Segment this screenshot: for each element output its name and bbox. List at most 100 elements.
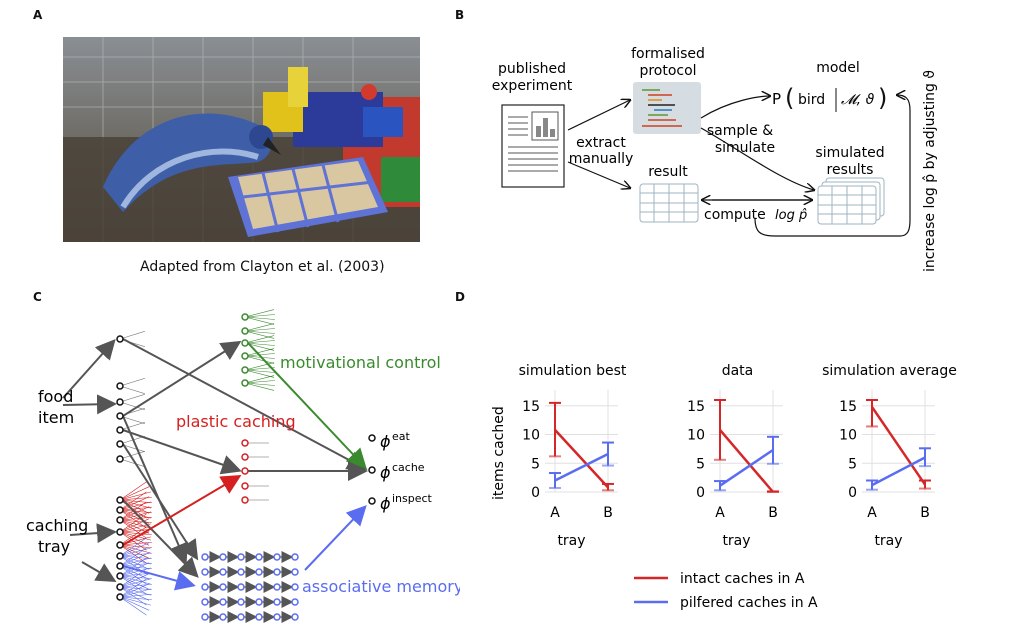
extract-label-2: manually: [569, 151, 634, 167]
svg-text:): ): [878, 84, 887, 112]
photo-caption: Adapted from Clayton et al. (2003): [140, 259, 385, 275]
tray-fan: [119, 593, 152, 598]
caching-tray-label-2: tray: [38, 537, 70, 556]
legend-label-pilfered: pilfered caches in A: [680, 595, 818, 611]
simulated-label-1: simulated: [815, 145, 884, 161]
svg-text:(: (: [785, 84, 794, 112]
caching-tray-label-1: caching: [26, 516, 88, 535]
y-tick-label: 15: [839, 399, 857, 415]
tray-fan: [119, 491, 152, 501]
tray-fan: [119, 516, 152, 521]
log-p-label: log p̂: [775, 208, 807, 223]
motivation-fan: [244, 348, 275, 357]
y-tick-label: 10: [522, 428, 540, 444]
food-fan: [119, 394, 145, 403]
tray-fan: [119, 523, 152, 533]
motivation-node: [241, 352, 249, 360]
tray-fan: [119, 491, 147, 511]
food-item-label-2: item: [38, 408, 74, 427]
model-formula-params: 𝓜, ϑ: [841, 92, 875, 108]
food-fan: [119, 458, 145, 467]
increase-label: increase log p̂ by adjusting ϑ: [922, 70, 938, 272]
y-tick-label: 10: [839, 428, 857, 444]
legend-label-intact: intact caches in A: [680, 571, 805, 587]
chart-title: simulation best: [519, 363, 627, 379]
tray-fan: [119, 575, 150, 590]
tray-fan: [119, 596, 150, 611]
x-tick-label: B: [768, 505, 778, 521]
chart-title: data: [722, 363, 754, 379]
tray-fan: [119, 555, 150, 570]
plastic-node: [241, 439, 249, 447]
motivation-fan: [244, 375, 275, 384]
compute-label: compute: [704, 207, 766, 223]
model-formula-p: P: [772, 90, 781, 108]
memory-node: [219, 568, 227, 576]
memory-node: [237, 613, 245, 621]
protocol-label-2: protocol: [639, 63, 696, 79]
tray-fan: [119, 511, 152, 521]
network-graph-nodes: [116, 313, 376, 621]
network-graph-edges: [62, 309, 368, 623]
tray-fan: [119, 575, 152, 580]
motivation-fan: [244, 369, 275, 378]
motivation-fan: [244, 382, 275, 386]
arrow-tray-plastic: [122, 474, 242, 546]
y-tick-label: 0: [848, 485, 857, 501]
tray-fan: [119, 596, 147, 616]
y-tick-label: 10: [687, 428, 705, 444]
motivation-fan: [244, 316, 275, 325]
arrow-food-top: [62, 339, 116, 399]
simulated-label-2: results: [827, 162, 874, 178]
svg-text:ϕ: ϕ: [380, 494, 391, 513]
protocol-box: [633, 82, 701, 134]
memory-node: [291, 553, 299, 561]
tray-fan: [119, 501, 152, 511]
network-diagram: food item caching tray motivational cont…: [26, 309, 460, 623]
series-line: [554, 452, 609, 482]
tray-fan: [119, 519, 152, 529]
motivation-fan: [244, 316, 275, 320]
tray-fan: [119, 537, 147, 557]
motivation-fan: [244, 369, 275, 373]
tray-fan: [119, 578, 152, 588]
food-fan: [119, 378, 145, 387]
motivation-fan: [244, 362, 275, 371]
x-tick-label: B: [920, 505, 930, 521]
legend: intact caches in A pilfered caches in A: [634, 571, 818, 611]
motivation-fan: [244, 367, 275, 371]
tray-node: [116, 562, 124, 570]
memory-node: [273, 583, 281, 591]
x-tick-label: A: [715, 505, 725, 521]
motivation-fan: [244, 335, 275, 344]
published-label-2: experiment: [492, 78, 573, 94]
food-node: [116, 426, 124, 434]
motivation-node: [241, 366, 249, 374]
plastic-node: [241, 467, 249, 475]
arrow-motivation-cache: [247, 342, 367, 469]
associative-memory-label: associative memory: [302, 577, 460, 596]
memory-node: [201, 568, 209, 576]
chart-title: simulation average: [822, 363, 957, 379]
memory-node: [219, 553, 227, 561]
memory-node: [273, 598, 281, 606]
food-fan: [119, 451, 145, 460]
tray-fan: [119, 596, 152, 606]
motivation-fan: [244, 342, 275, 346]
tray-fan: [119, 509, 152, 514]
panel-letter-d: D: [455, 290, 465, 304]
y-tick-label: 0: [696, 485, 705, 501]
memory-node: [219, 598, 227, 606]
published-label-1: published: [498, 61, 566, 77]
arrow-memory-inspect: [304, 505, 367, 571]
tray-fan: [119, 499, 152, 504]
x-tick-label: A: [550, 505, 560, 521]
arrow-tray-memory: [122, 499, 199, 578]
document-icon: [501, 104, 565, 188]
food-fan: [119, 331, 145, 340]
panel-letter-a: A: [33, 8, 43, 22]
protocol-label-1: formalised: [631, 46, 705, 62]
